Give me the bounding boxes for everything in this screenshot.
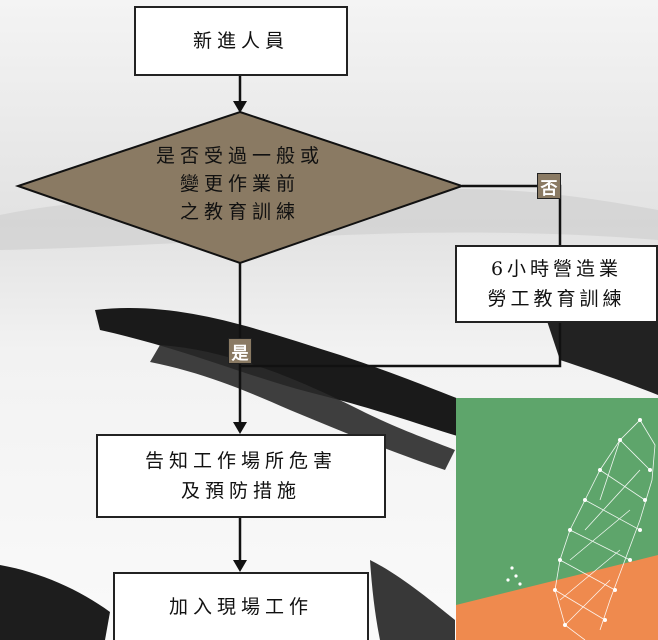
no-branch-label: 否 [540, 178, 558, 199]
decision-line-3: 之教育訓練 [179, 201, 300, 223]
notify-hazard-node: 告知工作場所危害 及預防措施 [96, 434, 386, 518]
decision-line-1: 是否受過一般或 [155, 145, 324, 167]
decision-line-2: 變更作業前 [179, 173, 300, 195]
training-line-2: 勞工教育訓練 [487, 288, 626, 310]
no-branch-tag: 否 [537, 173, 561, 199]
ink-stroke-main [95, 308, 520, 450]
decision-node-label: 是否受過一般或 變更作業前 之教育訓練 [108, 142, 372, 226]
join-node-label: 加入現場工作 [168, 596, 313, 618]
arrowheads [233, 101, 247, 572]
training-node: 6小時營造業 勞工教育訓練 [455, 245, 658, 323]
ink-stroke-bottom-right [370, 560, 455, 640]
notify-line-1: 告知工作場所危害 [144, 450, 337, 472]
join-worksite-node: 加入現場工作 [113, 572, 369, 640]
training-line-1: 6小時營造業 [490, 258, 623, 280]
yes-branch-label: 是 [231, 343, 249, 364]
start-node-label: 新進人員 [192, 30, 289, 52]
taiwan-map-badge [456, 398, 658, 640]
ink-stroke-bottom-left [0, 565, 110, 640]
yes-branch-tag: 是 [228, 338, 252, 364]
notify-line-2: 及預防措施 [180, 480, 301, 502]
decision-diamond [14, 110, 466, 265]
start-node-new-staff: 新進人員 [134, 6, 348, 76]
